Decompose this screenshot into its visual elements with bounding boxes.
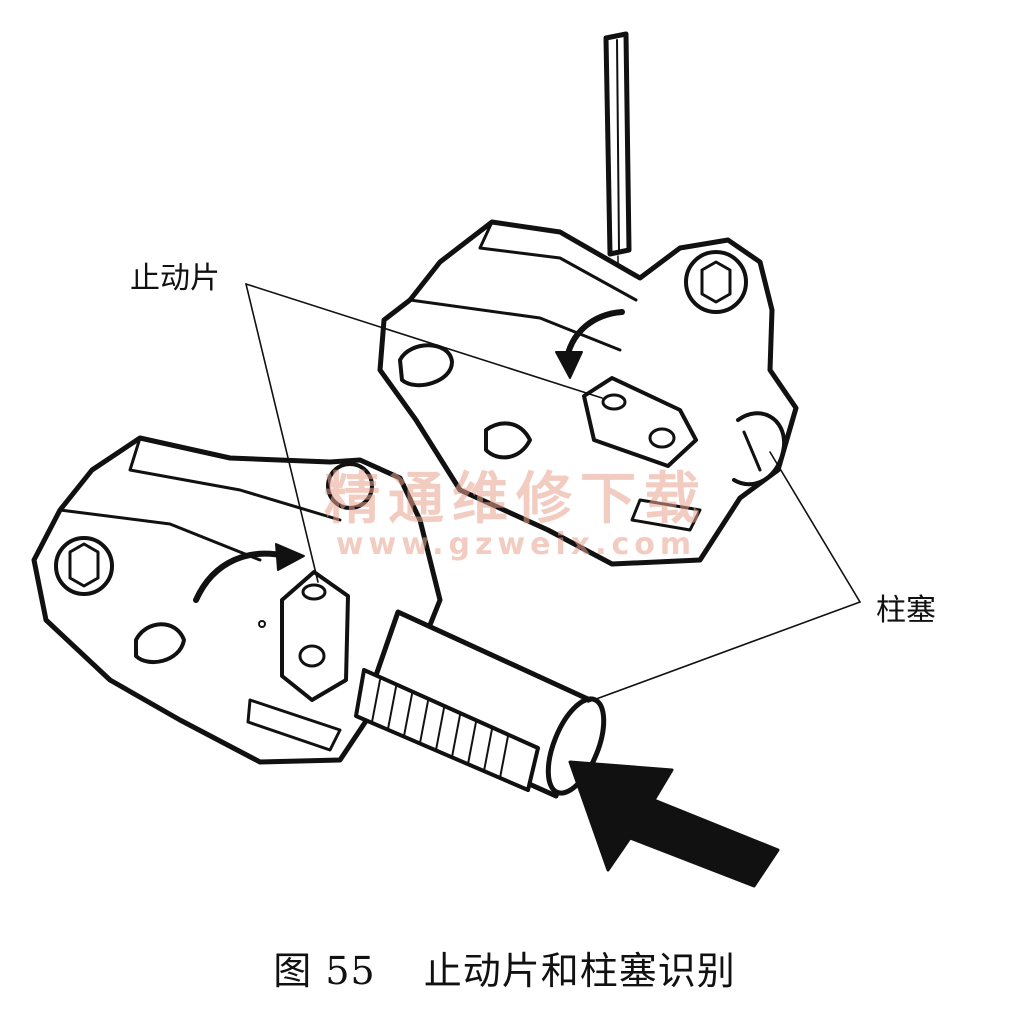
figure-title: 止动片和柱塞识别 — [423, 949, 736, 993]
figure-caption: 图 55 止动片和柱塞识别 — [0, 952, 1009, 990]
leader-lines — [245, 283, 861, 703]
figure-number: 图 55 — [273, 949, 376, 993]
push-arrow — [568, 760, 780, 888]
stop-plate-label: 止动片 — [130, 261, 220, 296]
plunger-label: 柱塞 — [876, 593, 936, 628]
plunger — [354, 609, 607, 799]
